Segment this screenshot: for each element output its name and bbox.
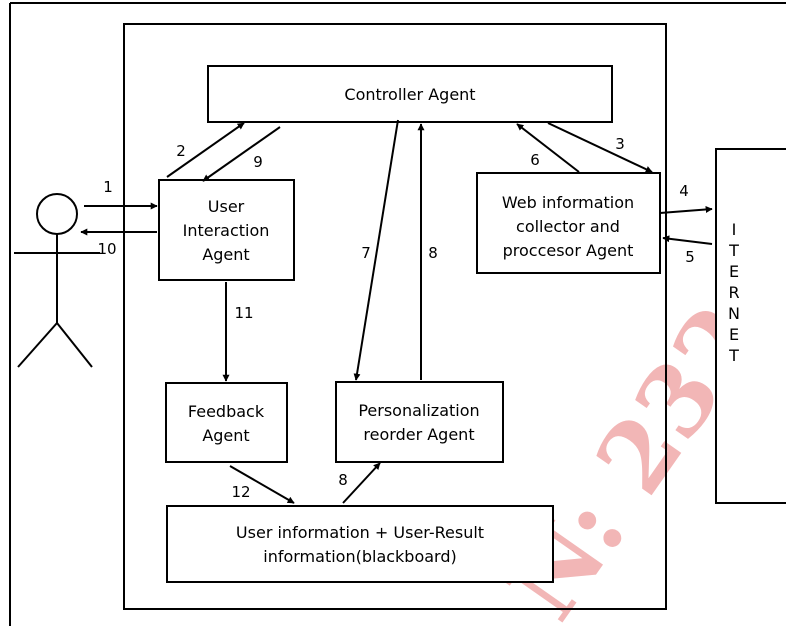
feedback-label-line: Feedback <box>188 402 265 421</box>
edge-9-arrow <box>202 126 281 182</box>
user-actor-icon <box>14 193 100 368</box>
controller-agent-node: Controller Agent <box>207 65 613 123</box>
edge-6-label: 6 <box>530 151 540 169</box>
internet-letter: T <box>728 241 739 260</box>
web-collector-agent-node: Web information collector and proccesor … <box>476 172 661 274</box>
edge-7-label: 7 <box>361 244 371 262</box>
edge-12-arrow <box>229 465 295 504</box>
edge-8a-label: 8 <box>428 244 438 262</box>
internet-letter: E <box>729 325 739 344</box>
internet-letter: R <box>728 283 739 302</box>
edge-2-label: 2 <box>176 142 186 160</box>
edge-1-label: 1 <box>103 178 113 196</box>
internet-node: I T E R N E T <box>715 148 786 504</box>
controller-agent-label: Controller Agent <box>344 85 475 104</box>
blackboard-label-line: information(blackboard) <box>263 547 457 566</box>
edge-11-label: 11 <box>234 304 253 322</box>
edge-10-label: 10 <box>97 240 116 258</box>
feedback-label-line: Agent <box>202 426 249 445</box>
edge-8b-label: 8 <box>338 471 348 489</box>
user-interaction-label-line: Agent <box>202 245 249 264</box>
edge-8b-arrow <box>342 462 381 504</box>
edge-5-label: 5 <box>685 248 695 266</box>
blackboard-label-line: User information + User-Result <box>236 523 484 542</box>
web-collector-label-line: proccesor Agent <box>503 241 634 260</box>
internet-letter: N <box>728 304 740 323</box>
web-collector-label-line: collector and <box>516 217 620 236</box>
edge-9-label: 9 <box>253 153 263 171</box>
edge-5-arrow <box>662 235 713 245</box>
personalization-agent-node: Personalization reorder Agent <box>335 381 504 463</box>
user-interaction-label-line: User <box>208 197 245 216</box>
edge-2-arrow <box>166 122 245 178</box>
edge-labels: 1 10 2 9 11 12 8 7 8 3 6 4 5 <box>97 135 694 501</box>
edge-4-label: 4 <box>679 182 689 200</box>
edge-6-arrow <box>516 123 580 173</box>
web-collector-label-line: Web information <box>502 193 634 212</box>
edge-12-label: 12 <box>231 483 250 501</box>
internet-letter: E <box>729 262 739 281</box>
edge-7-arrow <box>353 119 399 381</box>
edge-3-label: 3 <box>615 135 625 153</box>
edge-3-arrow <box>547 122 653 173</box>
personalization-label-line: Personalization <box>358 401 479 420</box>
feedback-agent-node: Feedback Agent <box>165 382 288 463</box>
blackboard-node: User information + User-Result informati… <box>166 505 554 583</box>
personalization-label-line: reorder Agent <box>363 425 474 444</box>
edge-4-arrow <box>659 205 713 214</box>
internet-letter: T <box>728 346 739 365</box>
system-boundary <box>123 23 667 610</box>
user-interaction-agent-node: User Interaction Agent <box>158 179 295 281</box>
user-interaction-label-line: Interaction <box>183 221 270 240</box>
internet-letter: I <box>732 220 737 239</box>
